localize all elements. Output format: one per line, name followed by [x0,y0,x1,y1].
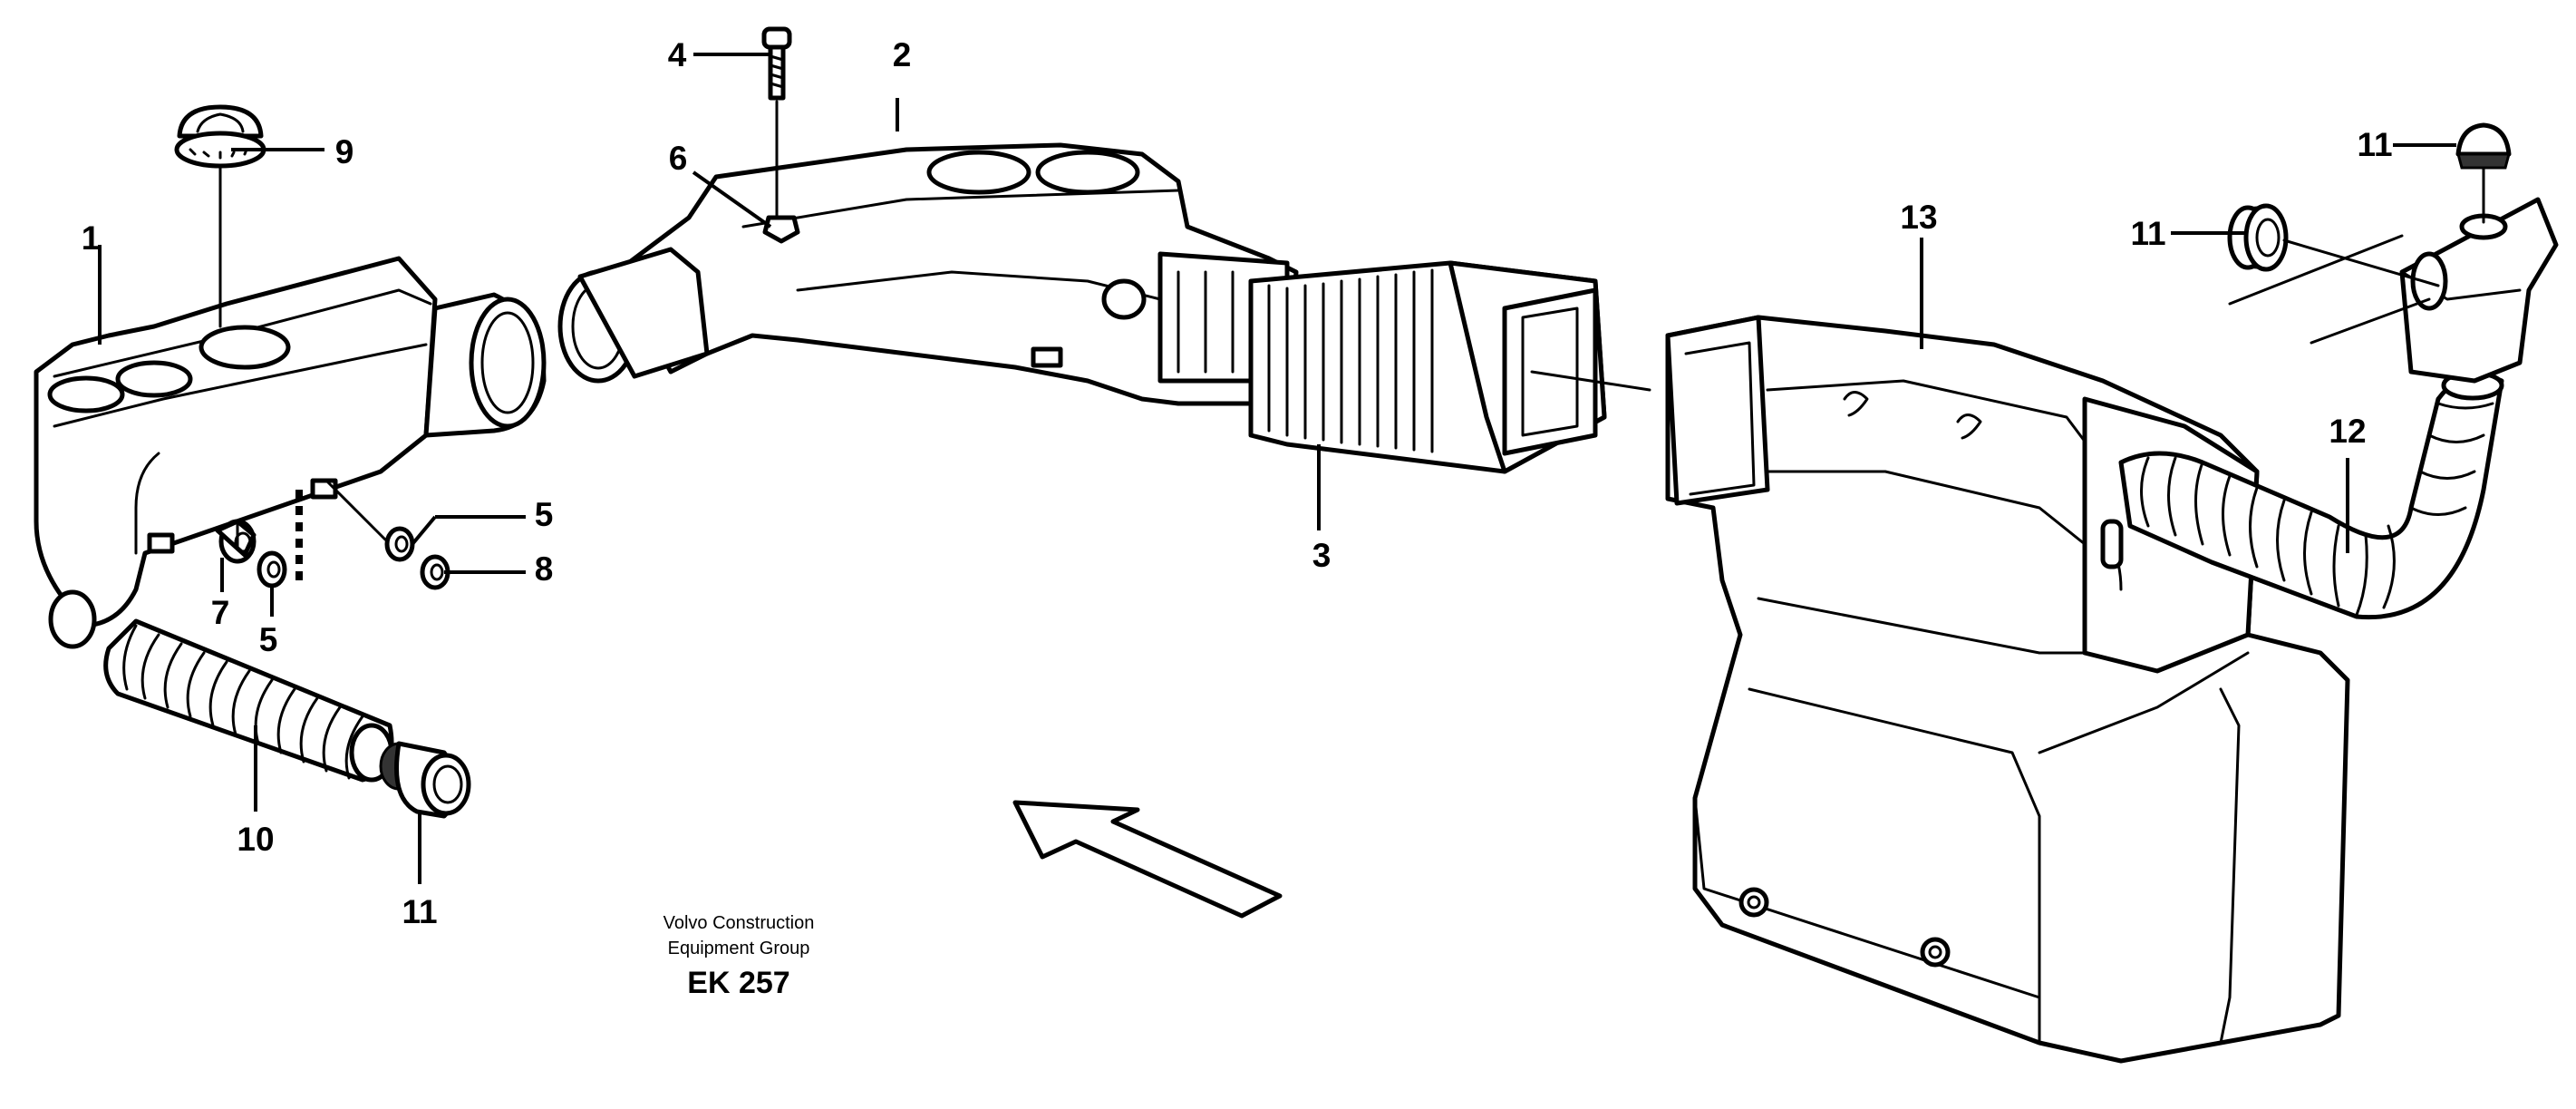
callout-7: 7 [211,594,230,631]
callout-11-upper: 11 [2357,126,2392,163]
callout-3: 3 [1312,537,1332,574]
part-12-right-hose [2118,370,2504,620]
callout-6: 6 [669,140,688,177]
part-3-bellows [1248,260,1607,474]
callout-labels: 1 2 3 4 6 9 5 8 7 5 10 11 13 12 11 11 [82,36,2393,930]
callout-5-upper: 5 [535,496,554,533]
callout-11-middle: 11 [2130,215,2165,252]
leader-lines [98,53,2485,884]
callout-4: 4 [668,36,687,73]
mounting-plate [2228,197,2559,384]
callout-2: 2 [893,36,912,73]
part-5-washer-upper [384,526,415,562]
credit-line-1: Volvo Construction [663,913,815,933]
part-11-left-grommet [379,741,471,819]
part-11-middle-grommet [2227,203,2289,272]
callout-9: 9 [335,133,354,170]
part-7-spacer [215,519,257,564]
part-11-upper-grommet [2455,122,2512,170]
part-13-heater-box [1665,315,2350,1064]
callout-5-lower: 5 [259,621,278,658]
callout-1: 1 [82,219,101,257]
callout-13: 13 [1900,199,1937,236]
callout-8: 8 [535,550,554,588]
part-10-left-hose [103,618,394,783]
credit-line-2: Equipment Group [668,939,810,958]
callout-11-lower: 11 [402,893,437,930]
part-1-left-air-duct [34,256,547,649]
drawing-code: EK 257 [687,966,789,1000]
part-9-cap [174,104,266,169]
part-5-washer-lower [257,550,287,589]
part-4-screw [761,26,792,101]
direction-arrow [1012,800,1283,919]
part-8-nut [420,554,450,590]
part-6-nut [762,215,800,244]
callout-12: 12 [2329,413,2366,450]
part-2-center-air-duct [557,142,1299,406]
callout-10: 10 [237,821,274,858]
credit-block: Volvo Construction Equipment Group EK 25… [663,913,815,1000]
